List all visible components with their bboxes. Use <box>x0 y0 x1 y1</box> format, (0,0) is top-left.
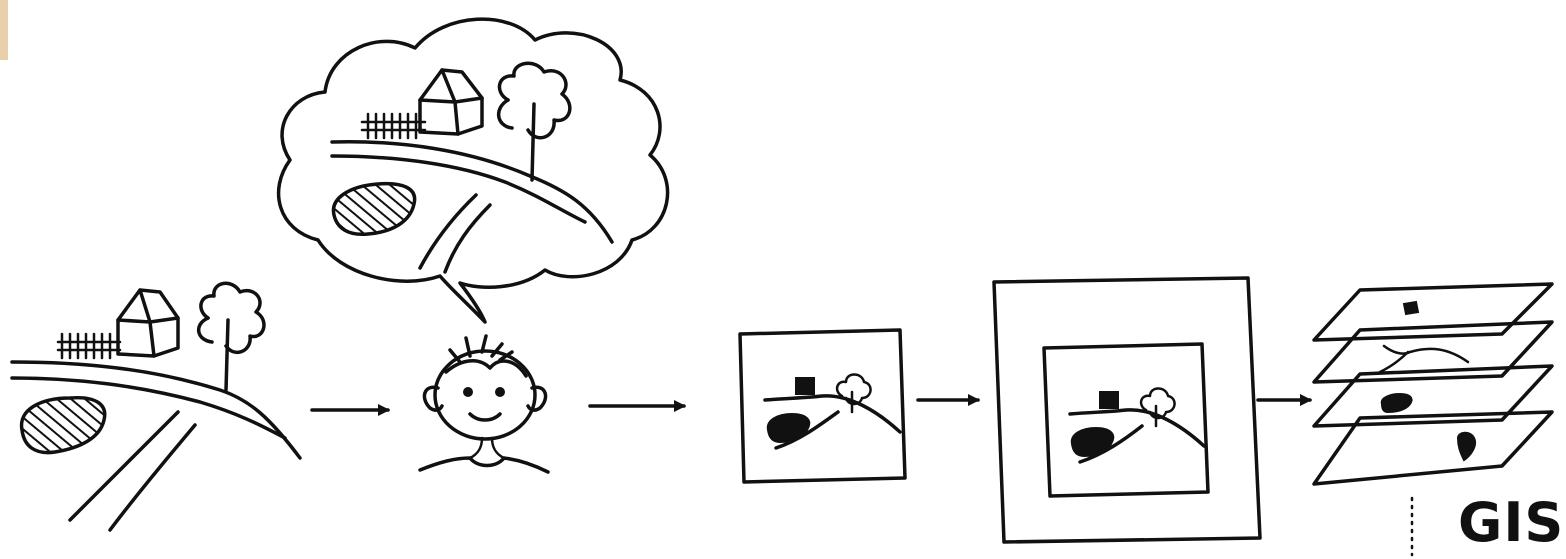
pond-icon <box>22 398 105 453</box>
imagined-tree-icon <box>499 63 570 180</box>
layer-1 <box>1314 284 1552 340</box>
fence-icon <box>58 334 120 358</box>
framed-map <box>994 278 1260 542</box>
gis-label: GIS <box>1458 496 1564 550</box>
sketch-map <box>740 330 905 482</box>
imagined-house-icon <box>420 70 482 134</box>
person-icon <box>420 336 548 472</box>
house-icon <box>118 290 178 356</box>
imagined-pond-icon <box>333 184 414 235</box>
tree-icon <box>199 283 264 390</box>
real-world-landscape <box>12 283 300 530</box>
imagined-landscape <box>332 63 612 272</box>
layer-2 <box>1314 322 1552 382</box>
perception-person <box>279 19 668 472</box>
imagined-fence-icon <box>362 114 425 138</box>
